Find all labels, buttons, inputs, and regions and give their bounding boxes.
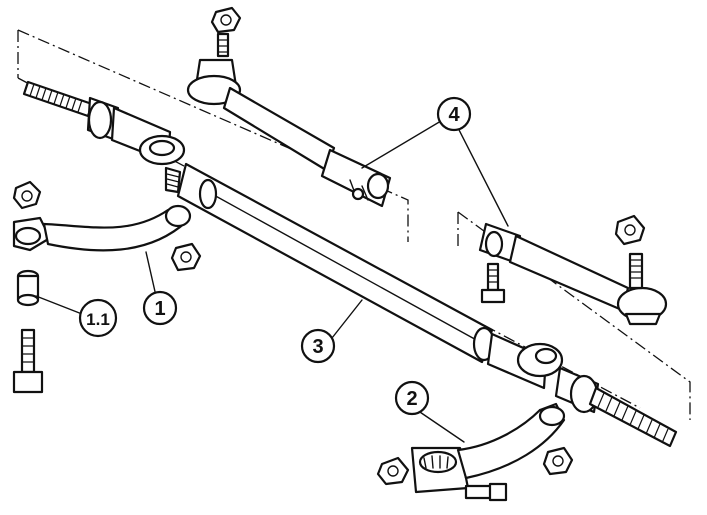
idler-arm	[12, 180, 202, 272]
bushing	[16, 269, 40, 307]
callout-3: 3	[300, 328, 336, 364]
pitman-arm	[376, 405, 574, 502]
callout-4: 4	[436, 96, 472, 132]
tie-rod-assembly	[22, 80, 678, 448]
lower-tie-rod-end	[478, 214, 668, 326]
alignment-frame	[17, 29, 691, 420]
callout-1: 1	[142, 290, 178, 326]
callout-4-label: 4	[448, 104, 460, 126]
callout-3-label: 3	[312, 336, 323, 358]
callout-1-label: 1	[154, 298, 165, 320]
callout-1-1: 1.1	[78, 298, 118, 338]
left-threaded-end	[22, 80, 120, 142]
idler-bolt	[12, 328, 44, 394]
callout-2-label: 2	[406, 388, 417, 410]
callout-2: 2	[394, 380, 430, 416]
upper-tie-rod-end	[186, 6, 392, 208]
leader-lines	[35, 117, 509, 443]
callout-1-1-label: 1.1	[86, 310, 110, 329]
